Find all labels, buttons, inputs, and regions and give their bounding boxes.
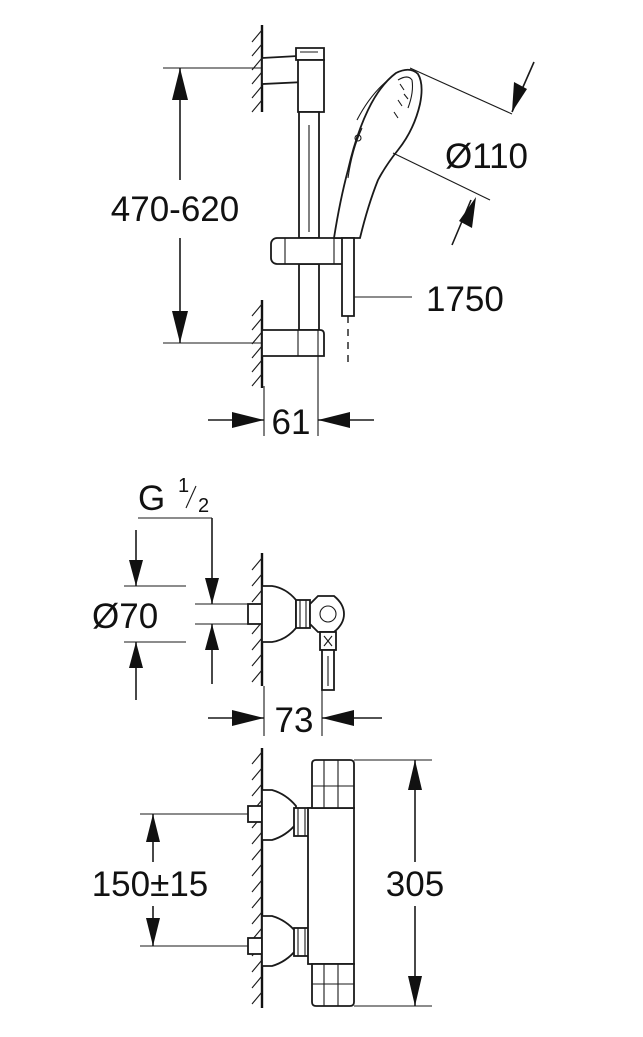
- dim-mixer-depth-label: 73: [275, 701, 314, 740]
- dim-rail-depth-label: 61: [272, 403, 311, 442]
- dim-rosette-diameter: Ø70: [92, 530, 186, 700]
- dim-head-diameter-label: Ø110: [445, 137, 528, 176]
- thermostat-body: [307, 759, 355, 1007]
- mixer-side-view: G 1 2 Ø70: [92, 475, 382, 740]
- inlet-lower: [247, 915, 311, 967]
- wall-bottom: [251, 300, 264, 388]
- dim-rail-height: 470-620: [111, 67, 262, 344]
- dim-center-distance-label: 150±15: [92, 865, 209, 904]
- dim-thread: G 1 2: [138, 475, 248, 684]
- rail-bracket-top: [261, 47, 325, 113]
- dim-mixer-height-label: 305: [386, 865, 444, 904]
- dim-center-distance: 150±15: [92, 813, 248, 947]
- dim-mixer-height: 305: [354, 759, 444, 1007]
- dim-rail-depth: 61: [208, 330, 374, 442]
- dim-rail-height-label: 470-620: [111, 190, 239, 229]
- dim-hose-length-label: 1750: [426, 280, 504, 319]
- rail-slider: [270, 237, 352, 265]
- dim-mixer-depth: 73: [208, 686, 382, 740]
- shower-rail: [298, 111, 320, 331]
- rail-bracket-bottom: [261, 329, 325, 357]
- dim-thread-den: 2: [198, 495, 209, 517]
- dim-thread-num: 1: [178, 475, 189, 497]
- inlet-upper: [247, 789, 311, 841]
- shower-rail-set-view: 470-620 Ø110 1750 61: [111, 25, 535, 442]
- dim-head-diameter: Ø110: [392, 61, 535, 246]
- dim-hose-length: 1750: [354, 280, 504, 319]
- dim-rosette-diameter-label: Ø70: [92, 597, 158, 636]
- wall-lower: [251, 748, 264, 1008]
- hand-shower: [332, 68, 423, 368]
- dim-thread-prefix: G: [138, 479, 165, 518]
- mixer-connector: [247, 585, 345, 691]
- mixer-front-view: 150±15 305: [92, 748, 444, 1008]
